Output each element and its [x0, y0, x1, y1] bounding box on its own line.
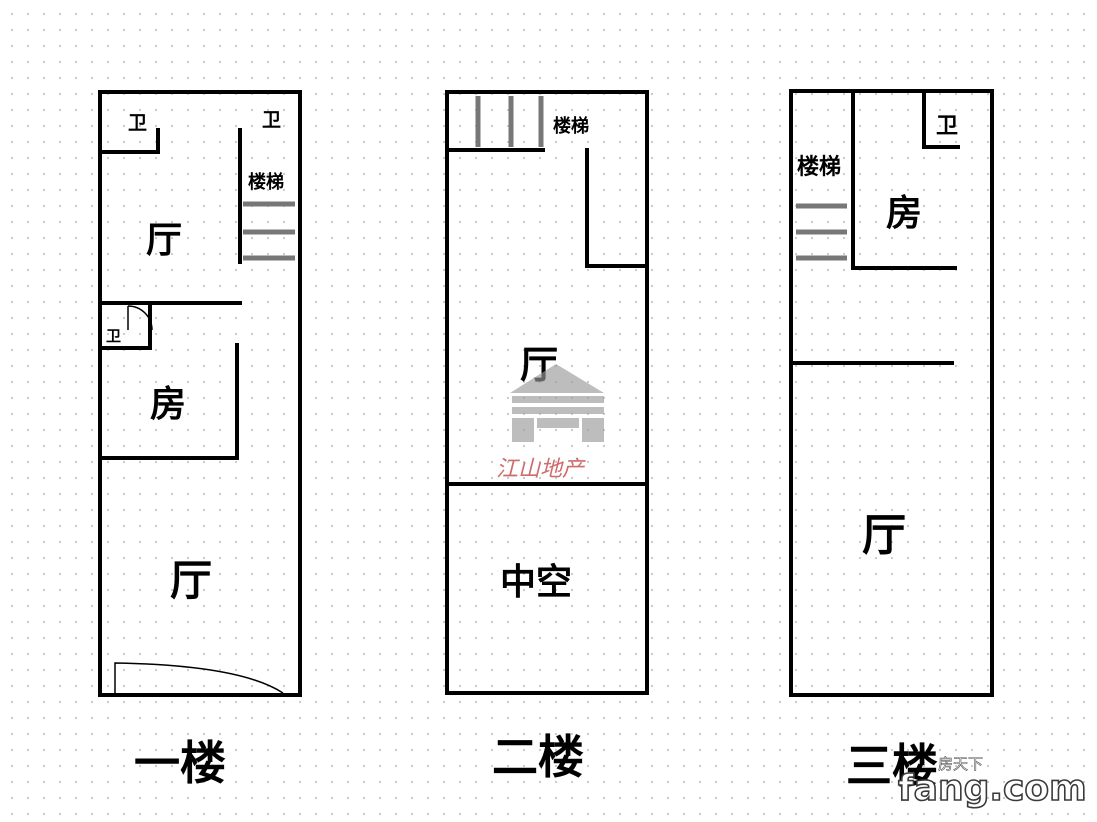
- floor-plan-3: 楼梯 卫 房 厅: [789, 89, 994, 697]
- f1-hall-top-label: 厅: [146, 220, 182, 261]
- f3-bedroom-label: 房: [886, 193, 922, 234]
- floor-plan-1: 卫 卫 楼梯 厅 卫 房 厅: [98, 90, 302, 697]
- watermark-fang-logo: fang.com: [898, 768, 1087, 809]
- f1-small-door-swing: [127, 305, 153, 331]
- floor-3-title: 三楼: [846, 739, 938, 793]
- f3-stairs-label: 楼梯: [797, 154, 841, 180]
- watermark-jiangshan-text: 江山地产: [496, 457, 586, 482]
- fang-watermark: 房天下 fang.com: [897, 755, 1087, 810]
- f1-bedroom-wall: [98, 343, 239, 460]
- f2-outer-wall: [445, 90, 649, 695]
- house-logo-icon: [510, 364, 604, 442]
- f1-bedroom-label: 房: [150, 384, 186, 425]
- f1-stairs-label: 楼梯: [248, 171, 284, 193]
- floor-plan-2: 楼梯 厅 中空 江山地产: [445, 90, 649, 695]
- f1-toilet-left-wall: [98, 128, 160, 154]
- f3-outer-wall: [789, 89, 994, 697]
- f3-bedroom-wall: [851, 89, 957, 270]
- f1-outer-wall: [98, 90, 302, 697]
- watermark-fangtianxia-text: 房天下: [938, 755, 983, 773]
- floor-1-title: 一楼: [134, 736, 226, 790]
- f2-void-label: 中空: [500, 562, 572, 603]
- f1-toilet-right-label: 卫: [262, 109, 281, 131]
- f1-hall-bottom-label: 厅: [170, 556, 212, 605]
- f2-stairs-label: 楼梯: [553, 115, 589, 137]
- f3-toilet-wall: [922, 89, 960, 149]
- f1-toilet-small-label: 卫: [106, 327, 121, 345]
- f2-inner-wall: [585, 148, 649, 268]
- f3-hall-label: 厅: [862, 510, 906, 561]
- floor-2-title: 二楼: [492, 730, 584, 784]
- f1-toilet-left-label: 卫: [128, 112, 147, 134]
- f3-toilet-label: 卫: [936, 114, 958, 139]
- f1-entrance-door: [114, 662, 284, 694]
